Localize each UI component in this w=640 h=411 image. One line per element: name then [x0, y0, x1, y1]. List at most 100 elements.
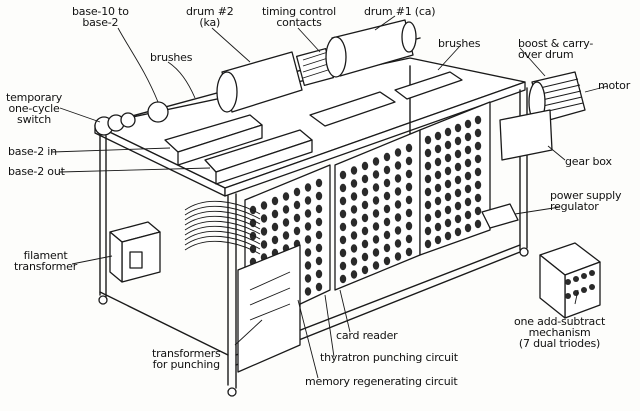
label-base10-to-base2: base-10 to base-2: [72, 5, 129, 29]
vacuum-tube: [350, 244, 358, 253]
vacuum-tube: [361, 213, 369, 223]
vacuum-tube: [339, 248, 347, 258]
vacuum-tube: [372, 183, 380, 192]
vacuum-tube: [372, 248, 380, 257]
label-motor: motor: [598, 79, 631, 92]
add-subtract-mechanism: [539, 242, 601, 319]
vacuum-tube: [339, 222, 347, 232]
vacuum-tube: [464, 210, 472, 220]
vacuum-tube: [293, 226, 301, 236]
vacuum-tube: [361, 265, 369, 275]
label-base2-out: base-2 out: [8, 165, 65, 178]
vacuum-tube: [424, 174, 432, 184]
vacuum-tube: [394, 148, 402, 157]
vacuum-tube: [260, 240, 268, 249]
vacuum-tube: [383, 191, 391, 201]
vacuum-tube: [350, 205, 358, 214]
dual-triode: [581, 273, 587, 279]
motor-assembly: [499, 71, 586, 161]
vacuum-tube: [350, 257, 358, 266]
vacuum-tube: [361, 200, 369, 210]
vacuum-tube: [282, 218, 290, 227]
dual-triode: [573, 276, 579, 282]
vacuum-tube: [454, 188, 462, 198]
module-right: [394, 71, 463, 100]
vacuum-tube: [444, 179, 452, 189]
vacuum-tube: [474, 128, 482, 138]
dual-triode: [565, 293, 571, 299]
label-brushes-top: brushes: [150, 51, 193, 64]
label-temporary-switch: temporary one-cycle switch: [6, 91, 63, 126]
vacuum-tube: [361, 239, 369, 249]
vacuum-tube: [315, 282, 323, 292]
label-memory-regen: memory regenerating circuit: [305, 375, 458, 388]
vacuum-tube: [444, 205, 452, 215]
vacuum-tube: [304, 274, 312, 283]
cable-strand: [184, 215, 261, 230]
vacuum-tube: [474, 154, 482, 164]
label-drum-1: drum #1 (ca): [364, 5, 436, 18]
vacuum-tube: [444, 140, 452, 150]
filament-transformer: [109, 221, 161, 283]
vacuum-tube: [350, 166, 358, 175]
module-center: [309, 91, 396, 127]
vacuum-tube: [424, 187, 432, 197]
leader-lines: [51, 15, 609, 379]
vacuum-tube: [464, 171, 472, 181]
vacuum-tube: [339, 235, 347, 245]
vacuum-tube: [315, 230, 323, 240]
vacuum-tube: [315, 243, 323, 253]
vacuum-tube: [474, 219, 482, 229]
vacuum-tube: [464, 132, 472, 142]
vacuum-tube: [350, 270, 358, 279]
vacuum-tube: [383, 152, 391, 162]
label-boost-carry: boost & carry- over drum: [518, 37, 594, 61]
vacuum-tube: [271, 196, 279, 206]
vacuum-tube: [383, 217, 391, 227]
label-drum-2: drum #2 (ka): [186, 5, 234, 29]
vacuum-tube: [350, 179, 358, 188]
vacuum-tube: [444, 218, 452, 228]
pulley: [120, 112, 136, 128]
vacuum-tube: [372, 157, 380, 166]
vacuum-tube: [383, 243, 391, 253]
vacuum-tube: [394, 161, 402, 170]
vacuum-tube: [454, 227, 462, 237]
vacuum-tube: [434, 222, 442, 232]
bottom-rail-left: [99, 291, 229, 356]
vacuum-tube: [372, 170, 380, 179]
vacuum-tube: [454, 214, 462, 224]
vacuum-tube: [361, 161, 369, 171]
vacuum-tube: [474, 141, 482, 151]
caster: [98, 295, 108, 305]
label-base2-in: base-2 in: [8, 145, 57, 158]
vacuum-tube: [405, 143, 413, 153]
vacuum-tube: [350, 231, 358, 240]
vacuum-tube: [394, 226, 402, 235]
vacuum-tube: [304, 287, 312, 296]
vacuum-tube: [339, 274, 347, 284]
vacuum-tube: [315, 217, 323, 227]
vacuum-tube: [339, 196, 347, 206]
vacuum-tube: [464, 158, 472, 168]
vacuum-tube: [315, 269, 323, 279]
caster: [519, 247, 529, 257]
label-timing-control: timing control contacts: [262, 5, 336, 29]
vacuum-tube: [394, 187, 402, 196]
vacuum-tube: [315, 178, 323, 188]
vacuum-tube: [434, 170, 442, 180]
vacuum-tube: [249, 231, 257, 241]
vacuum-tube: [444, 192, 452, 202]
vacuum-tube: [304, 209, 312, 218]
cable-strand: [184, 225, 261, 240]
vacuum-tube: [424, 148, 432, 158]
power-supply-regulator: [481, 203, 519, 229]
vacuum-tube: [372, 209, 380, 218]
vacuum-tube: [424, 213, 432, 223]
vacuum-tube: [304, 248, 312, 257]
label-power-supply: power supply regulator: [550, 189, 622, 213]
vacuum-tube: [444, 127, 452, 137]
vacuum-tube: [424, 135, 432, 145]
vacuum-tube: [383, 230, 391, 240]
vacuum-tube: [271, 209, 279, 219]
